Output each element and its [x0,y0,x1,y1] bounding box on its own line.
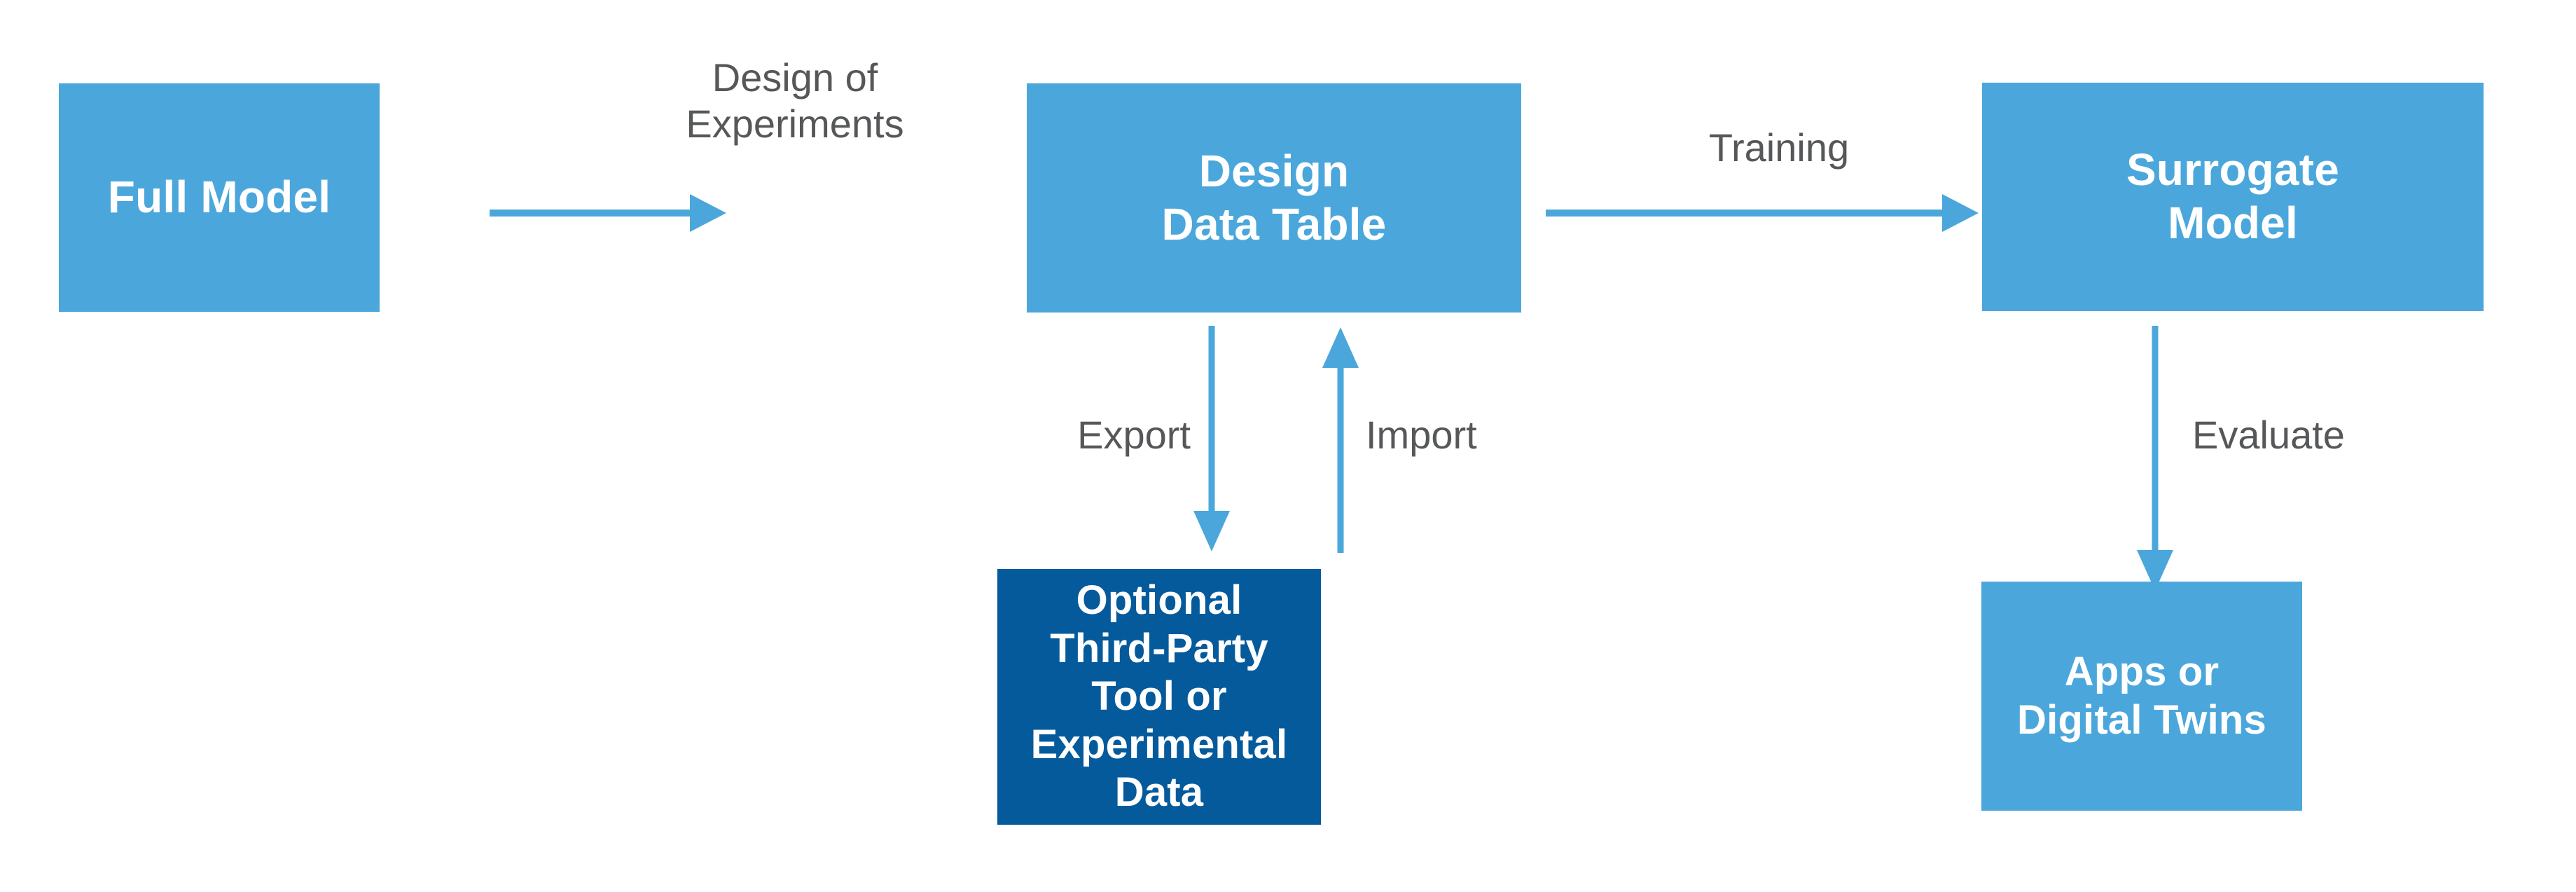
node-apps-or-digital-twins-label: Apps or Digital Twins [2017,649,2266,743]
edge-label-training: Training [1708,125,1850,170]
arrow-export [1193,326,1230,551]
node-design-data-table[interactable]: Design Data Table [1027,83,1521,313]
node-optional-third-party-tool[interactable]: Optional Third-Party Tool or Experimenta… [997,569,1321,825]
node-optional-third-party-tool-label: Optional Third-Party Tool or Experimenta… [1030,577,1288,816]
node-design-data-table-label: Design Data Table [1161,145,1387,249]
node-surrogate-model-label: Surrogate Model [2126,144,2340,248]
arrow-evaluate [2137,326,2173,591]
edge-label-export: Export [1077,413,1191,457]
arrow-training [1546,194,1979,232]
node-full-model[interactable]: Full Model [59,83,380,312]
node-surrogate-model[interactable]: Surrogate Model [1982,83,2484,311]
edge-label-evaluate: Evaluate [2192,413,2345,457]
node-apps-or-digital-twins[interactable]: Apps or Digital Twins [1981,582,2302,811]
arrow-design-of-experiments [490,194,726,232]
edge-label-import: Import [1366,413,1477,457]
arrow-import [1322,327,1359,553]
node-full-model-label: Full Model [107,172,331,223]
edge-label-design-of-experiments: Design of Experiments [686,55,904,146]
